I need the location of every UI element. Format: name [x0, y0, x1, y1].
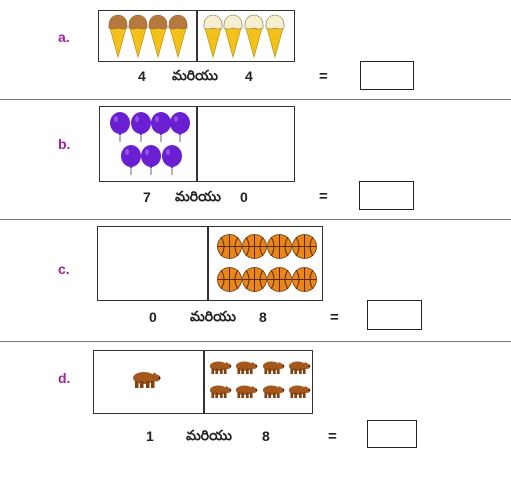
basketball-icon — [217, 234, 242, 259]
and-word: మరియు — [172, 68, 218, 84]
basketball-icon — [292, 267, 317, 292]
basketball-icon — [217, 267, 242, 292]
problem-label: c. — [58, 261, 70, 277]
left-count: 1 — [146, 428, 154, 444]
problem-label: a. — [58, 29, 70, 45]
brown-bear-icon — [235, 385, 258, 398]
brown-bear-icon — [235, 361, 258, 374]
purple-balloon-icon — [141, 145, 161, 175]
brown-bear-icon — [209, 385, 232, 398]
row-separator — [0, 341, 511, 342]
equals-sign: = — [319, 188, 328, 205]
vanilla-ice-cream-cone-icon — [244, 14, 264, 59]
box-divider — [196, 10, 198, 62]
basketball-icon — [267, 234, 292, 259]
and-word: మరియు — [175, 189, 221, 205]
right-count: 4 — [245, 68, 253, 84]
answer-box[interactable] — [360, 61, 414, 90]
purple-balloon-icon — [151, 112, 171, 142]
answer-box[interactable] — [367, 300, 422, 330]
chocolate-ice-cream-cone-icon — [128, 14, 148, 59]
left-count: 7 — [143, 189, 151, 205]
row-separator — [0, 99, 511, 100]
equals-sign: = — [328, 428, 337, 445]
chocolate-ice-cream-cone-icon — [108, 14, 128, 59]
answer-box[interactable] — [359, 181, 414, 210]
purple-balloon-icon — [110, 112, 130, 142]
purple-balloon-icon — [162, 145, 182, 175]
problem-label: d. — [58, 370, 71, 386]
brown-bear-icon — [288, 385, 311, 398]
purple-balloon-icon — [121, 145, 141, 175]
box-divider — [207, 226, 209, 301]
basketball-icon — [242, 234, 267, 259]
brown-bear-icon — [288, 361, 311, 374]
brown-bear-icon — [262, 361, 285, 374]
purple-balloon-icon — [131, 112, 151, 142]
right-count: 8 — [262, 428, 270, 444]
right-count: 8 — [259, 309, 267, 325]
basketball-icon — [242, 267, 267, 292]
row-separator — [0, 219, 511, 220]
equals-sign: = — [330, 309, 339, 326]
brown-bear-icon — [262, 385, 285, 398]
chocolate-ice-cream-cone-icon — [148, 14, 168, 59]
left-count: 0 — [149, 309, 157, 325]
chocolate-ice-cream-cone-icon — [168, 14, 188, 59]
brown-bear-icon — [133, 372, 161, 388]
brown-bear-icon — [209, 361, 232, 374]
right-count: 0 — [240, 189, 248, 205]
left-count: 4 — [138, 68, 146, 84]
equals-sign: = — [319, 68, 328, 85]
basketball-icon — [267, 267, 292, 292]
and-word: మరియు — [190, 309, 236, 325]
vanilla-ice-cream-cone-icon — [223, 14, 243, 59]
box-divider — [203, 350, 205, 414]
box-divider — [196, 106, 198, 182]
basketball-icon — [292, 234, 317, 259]
and-word: మరియు — [186, 428, 232, 444]
vanilla-ice-cream-cone-icon — [265, 14, 285, 59]
problem-label: b. — [58, 136, 71, 152]
purple-balloon-icon — [170, 112, 190, 142]
vanilla-ice-cream-cone-icon — [203, 14, 223, 59]
answer-box[interactable] — [367, 420, 417, 448]
